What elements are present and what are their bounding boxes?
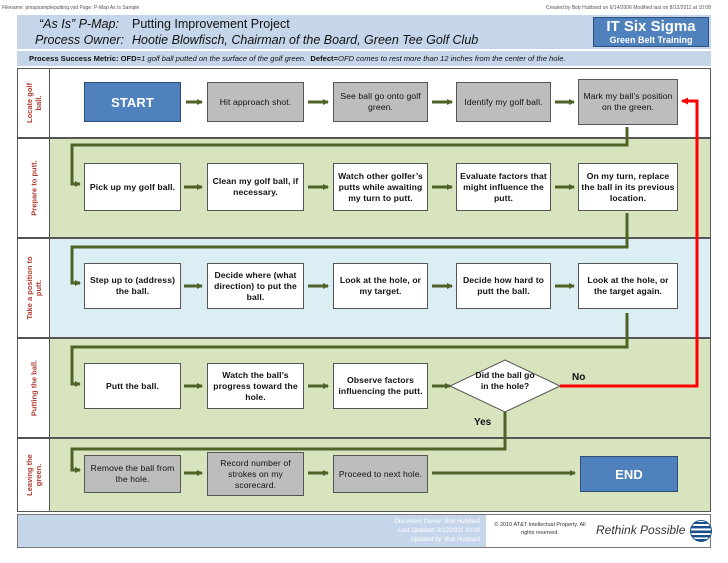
step-observe-factors: Observe factors influencing the putt. [333,363,428,409]
header-panel: “As Is” P-Map: Putting Improvement Proje… [17,15,711,49]
metric-label-defect: Defect= [310,54,339,63]
step-pick-up: Pick up my golf ball. [84,163,181,211]
document-owner: Document Owner: Bob Hubbard [394,519,480,525]
last-updated: Last Updated: 8/12/2011 10:08 [398,528,480,534]
step-look-hole: Look at the hole, or my target. [333,263,428,309]
step-hit-approach: Hit approach shot. [207,82,304,122]
step-watch-progress: Watch the ball’s progress toward the hol… [207,363,304,409]
step-watch-others: Watch other golfer’s putts while awaitin… [333,163,428,211]
connector-s4-p1 [70,127,629,187]
connector-no-loop [560,97,699,388]
connector-decision-l1 [70,412,507,473]
success-metric: Process Success Metric: OFD=1 golf ball … [17,51,711,66]
step-replace-ball: On my turn, replace the ball in its prev… [578,163,678,211]
step-next-hole: Proceed to next hole. [333,455,428,493]
copyright: © 2010 AT&T Intellectual Property. All r… [494,522,586,536]
updated-by: Updated by: Bob Hubbard [410,537,480,543]
connector-t5-u1 [70,313,629,387]
no-label: No [572,372,586,383]
connector-p5-t1 [70,213,629,286]
brand-title: IT Six Sigma [606,18,696,35]
step-look-again: Look at the hole, or the target again. [578,263,678,309]
created-info: Created by Bob Hubbard on 6/14/2006 Modi… [545,5,711,11]
end-terminal: END [580,456,678,492]
owner-name: Hootie Blowfisch, Chairman of the Board,… [132,33,479,47]
step-address-ball: Step up to (address) the ball. [84,263,181,309]
step-record-strokes: Record number of strokes on my scorecard… [207,452,304,496]
step-decide-direction: Decide where (what direction) to put the… [207,263,304,309]
step-clean-ball: Clean my golf ball, if necessary. [207,163,304,211]
title-label: “As Is” P-Map: [39,17,119,31]
step-decide-hardness: Decide how hard to putt the ball. [456,263,551,309]
brand-subtitle: Green Belt Training [609,35,693,45]
step-mark-ball: Mark my ball’s position on the green. [578,79,678,125]
decision-text: Did the ball go in the hole? [475,370,535,391]
start-terminal: START [84,82,181,122]
file-info: Filename: pmapsampleputting.vsd Page: P-… [2,5,140,11]
step-see-ball: See ball go onto golf green. [333,82,428,122]
metric-text-defect: OFD comes to rest more than 12 inches fr… [338,54,566,63]
yes-label: Yes [474,417,492,428]
footer: Document Owner: Bob Hubbard Last Updated… [17,514,712,548]
decision-diamond [448,359,562,413]
owner-label: Process Owner: [35,33,124,47]
metric-text-ofd: 1 golf ball putted on the surface of the… [141,54,307,63]
project-title: Putting Improvement Project [132,17,290,31]
brand-badge: IT Six Sigma Green Belt Training [593,17,709,47]
step-evaluate-factors: Evaluate factors that might influence th… [456,163,551,211]
step-remove-ball: Remove the ball from the hole. [84,455,181,493]
step-putt-ball: Putt the ball. [84,363,181,409]
step-identify-ball: Identify my golf ball. [456,82,551,122]
slogan: Rethink Possible [596,523,686,537]
metric-label-ofd: Process Success Metric: OFD= [29,54,142,63]
att-globe-icon [690,520,712,542]
